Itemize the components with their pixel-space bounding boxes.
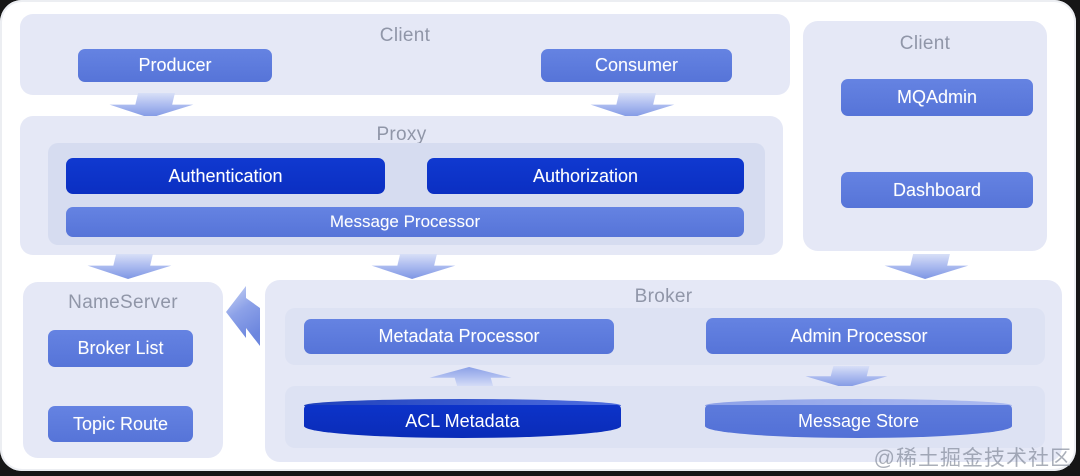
message-store-node: Message Store [705, 399, 1012, 438]
arrow-down-icon [880, 254, 972, 279]
broker-store-panel: ACL Metadata Message Store [285, 386, 1045, 448]
broker-processor-panel: Metadata Processor Admin Processor [285, 308, 1045, 365]
client-left-title: Client [379, 25, 431, 46]
broker-container: Broker Metadata Processor Admin Processo… [265, 280, 1062, 462]
authentication-node: Authentication [66, 158, 385, 194]
dashboard-node: Dashboard [841, 172, 1033, 208]
topic-route-node: Topic Route [48, 406, 193, 442]
broker-list-node: Broker List [48, 330, 193, 367]
arrow-down-icon [801, 366, 891, 388]
client-right-title: Client [899, 33, 951, 54]
metadata-processor-node: Metadata Processor [304, 319, 614, 354]
arrow-down-icon [367, 254, 459, 279]
nameserver-title: NameServer [68, 292, 178, 313]
arrow-down-icon [105, 93, 197, 118]
acl-metadata-store: ACL Metadata [304, 399, 621, 438]
mqadmin-node: MQAdmin [841, 79, 1033, 116]
authorization-node: Authorization [427, 158, 744, 194]
client-right-container: Client MQAdmin Dashboard [803, 21, 1047, 251]
producer-node: Producer [78, 49, 272, 82]
proxy-title: Proxy [376, 124, 427, 145]
proxy-inner-panel: Authentication Authorization Message Pro… [48, 143, 765, 245]
arrow-left-icon [226, 284, 260, 346]
proxy-container: Proxy Authentication Authorization Messa… [20, 116, 783, 255]
broker-title: Broker [634, 286, 693, 307]
arrow-down-icon [586, 93, 678, 118]
consumer-node: Consumer [541, 49, 732, 82]
watermark: @稀土掘金技术社区 [873, 447, 1072, 470]
admin-processor-node: Admin Processor [706, 318, 1012, 354]
message-processor-node: Message Processor [66, 207, 744, 237]
arrow-down-icon [83, 254, 175, 279]
nameserver-container: NameServer Broker List Topic Route [23, 282, 223, 458]
client-left-container: Client Producer Consumer [20, 14, 790, 95]
arrow-up-icon [425, 367, 515, 387]
